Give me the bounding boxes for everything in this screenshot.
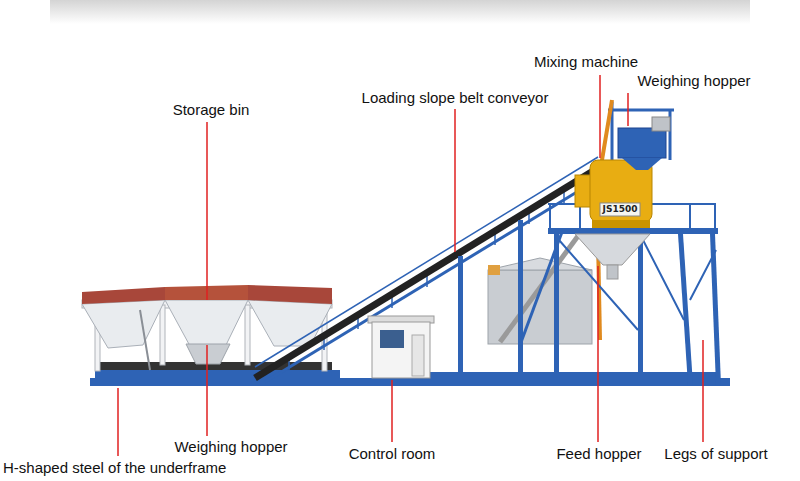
silo-group bbox=[488, 236, 600, 344]
support-tower bbox=[559, 240, 716, 330]
leader-line bbox=[597, 266, 599, 442]
support-tower bbox=[678, 234, 693, 385]
storage-bins bbox=[140, 310, 150, 370]
leader-line bbox=[206, 122, 208, 300]
storage-bins bbox=[245, 305, 250, 365]
feed-hopper bbox=[607, 265, 618, 279]
belt-conveyor bbox=[518, 220, 523, 378]
leader-line bbox=[599, 75, 601, 158]
control-room bbox=[368, 316, 434, 378]
part-label: Legs of support bbox=[664, 445, 767, 463]
part-label: Weighing hopper bbox=[637, 72, 750, 90]
weighing-hopper-top bbox=[622, 158, 662, 170]
storage-bins bbox=[82, 287, 165, 304]
leader-line bbox=[391, 380, 393, 442]
top-shadow bbox=[50, 0, 750, 24]
support-tower bbox=[638, 234, 643, 380]
part-label: Control room bbox=[349, 445, 436, 463]
leader-line bbox=[702, 340, 704, 442]
feed-hopper bbox=[575, 234, 650, 265]
support-tower bbox=[608, 102, 674, 160]
support-tower bbox=[550, 204, 715, 228]
control-room bbox=[372, 322, 430, 378]
support-tower bbox=[554, 234, 559, 380]
belt-conveyor bbox=[265, 184, 590, 382]
storage-bins bbox=[82, 300, 165, 348]
belt-conveyor bbox=[255, 157, 598, 382]
storage-bins bbox=[165, 300, 248, 346]
silo-group bbox=[488, 265, 500, 275]
mixer bbox=[592, 220, 650, 228]
part-label: Loading slope belt conveyor bbox=[362, 89, 549, 107]
support-tower bbox=[520, 102, 721, 385]
leader-line bbox=[118, 75, 703, 456]
feed-hopper bbox=[575, 234, 650, 279]
part-label: Storage bin bbox=[173, 101, 250, 119]
control-room bbox=[412, 335, 424, 376]
support-tower bbox=[548, 228, 718, 234]
belt-conveyor bbox=[458, 256, 463, 378]
model-plate-text: JS1500 bbox=[603, 204, 638, 215]
storage-bins bbox=[160, 305, 165, 365]
silo-group bbox=[500, 236, 578, 342]
underframe bbox=[95, 370, 340, 386]
weighing-hopper-top bbox=[618, 128, 666, 158]
part-label: Feed hopper bbox=[556, 445, 641, 463]
part-label: H-shaped steel of the underframe bbox=[3, 459, 226, 477]
belt-conveyor bbox=[255, 168, 598, 378]
leader-line bbox=[454, 109, 456, 252]
weighing-hopper-top bbox=[652, 117, 670, 131]
weighing-hopper-top bbox=[618, 117, 670, 170]
name-plate bbox=[600, 203, 640, 216]
leader-line bbox=[627, 93, 629, 126]
part-label: Mixing machine bbox=[534, 53, 638, 71]
leader-line bbox=[206, 345, 208, 436]
control-room bbox=[380, 330, 404, 348]
part-label: Weighing hopper bbox=[174, 438, 287, 456]
underframe bbox=[430, 372, 720, 378]
storage-bins bbox=[186, 344, 230, 364]
leader-line bbox=[117, 388, 119, 456]
storage-bins bbox=[248, 285, 332, 304]
